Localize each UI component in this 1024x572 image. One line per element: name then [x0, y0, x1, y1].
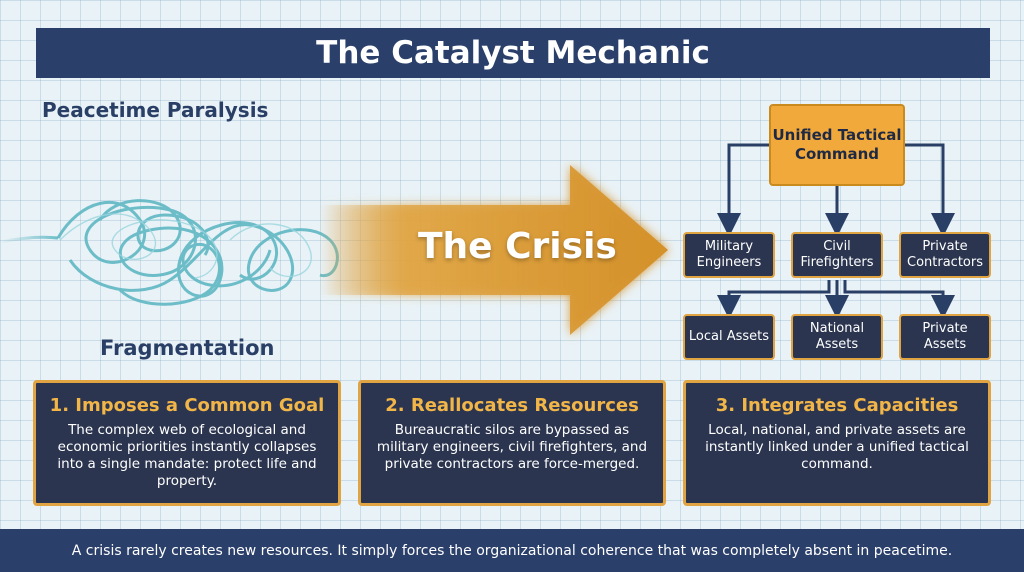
card-integrates-capacities: 3. Integrates Capacities Local, national… — [683, 380, 991, 506]
title-banner: The Catalyst Mechanic — [36, 28, 990, 78]
card-common-goal: 1. Imposes a Common Goal The complex web… — [33, 380, 341, 506]
card-body: Local, national, and private assets are … — [705, 422, 969, 472]
local-assets-box: Local Assets — [683, 314, 775, 360]
card-body: Bureaucratic silos are bypassed as milit… — [376, 422, 648, 472]
crisis-arrow-label: The Crisis — [418, 226, 617, 267]
crisis-arrow — [320, 165, 668, 335]
private-assets-box: Private Assets — [899, 314, 991, 360]
card-reallocates-resources: 2. Reallocates Resources Bureaucratic si… — [358, 380, 666, 506]
card-title: 1. Imposes a Common Goal — [49, 395, 325, 416]
footer-banner: A crisis rarely creates new resources. I… — [0, 529, 1024, 572]
private-contractors-box: Private Contractors — [899, 232, 991, 278]
peacetime-paralysis-label: Peacetime Paralysis — [42, 98, 269, 122]
card-title: 3. Integrates Capacities — [715, 395, 959, 416]
unified-tactical-command-box: Unified Tactical Command — [769, 104, 905, 186]
national-assets-box: National Assets — [791, 314, 883, 360]
military-engineers-box: Military Engineers — [683, 232, 775, 278]
civil-firefighters-box: Civil Firefighters — [791, 232, 883, 278]
footer-text: A crisis rarely creates new resources. I… — [71, 542, 953, 559]
card-body: The complex web of ecological and econom… — [57, 422, 317, 489]
fragmentation-label: Fragmentation — [100, 336, 275, 360]
card-title: 2. Reallocates Resources — [385, 395, 639, 416]
page-title: The Catalyst Mechanic — [316, 35, 710, 71]
